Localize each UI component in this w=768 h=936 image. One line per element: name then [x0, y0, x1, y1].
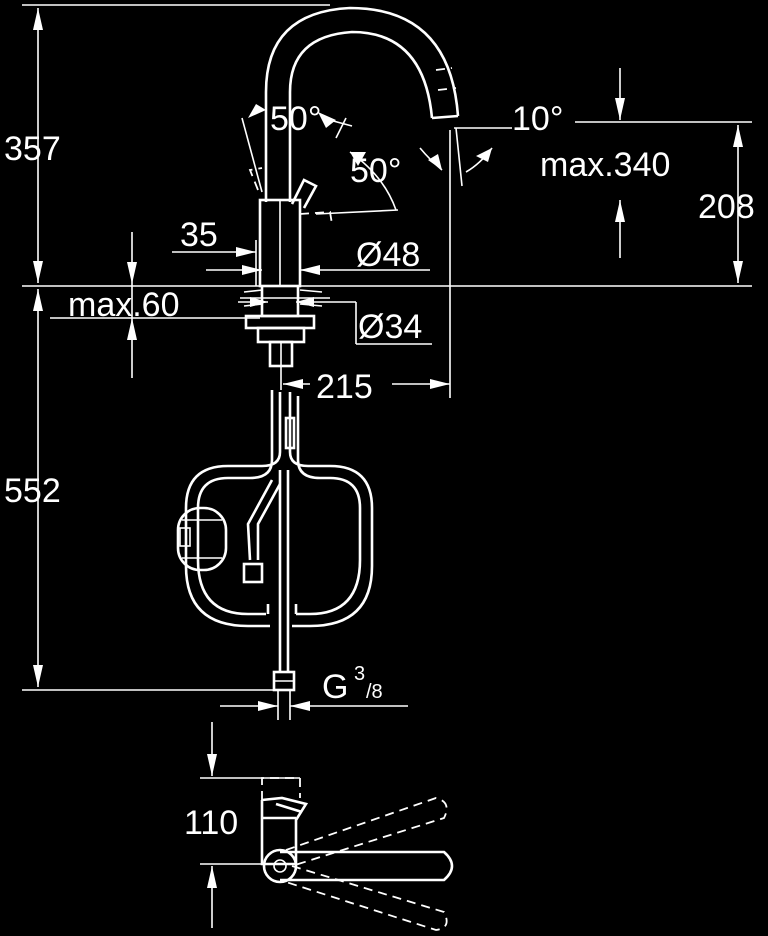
reach-215-label: 215 [316, 368, 373, 406]
top-view [260, 777, 454, 931]
thread-den-label: /8 [366, 681, 383, 703]
height-lower-label: 552 [4, 472, 61, 510]
d110-label: 110 [184, 804, 238, 842]
thread-num-label: 3 [354, 663, 365, 685]
d34-label: Ø34 [358, 308, 422, 346]
height-upper-label: 357 [4, 130, 61, 168]
max-340-label: max.340 [540, 146, 670, 184]
angle-10-label: 10° [512, 100, 563, 138]
angle-50-side-label: 50° [350, 152, 401, 190]
thread-g-label: G [322, 668, 348, 706]
dimension-labels: 357 552 208 max.340 10° 50° 50° 35 Ø48 m… [4, 100, 755, 842]
d48-label: Ø48 [356, 236, 420, 274]
spout-height-label: 208 [698, 188, 755, 226]
max-60-label: max.60 [68, 286, 180, 324]
dimension-lines [22, 4, 752, 928]
d35-label: 35 [180, 216, 218, 254]
angle-50-top-label: 50° [270, 100, 321, 138]
faucet-outline [176, 6, 460, 692]
